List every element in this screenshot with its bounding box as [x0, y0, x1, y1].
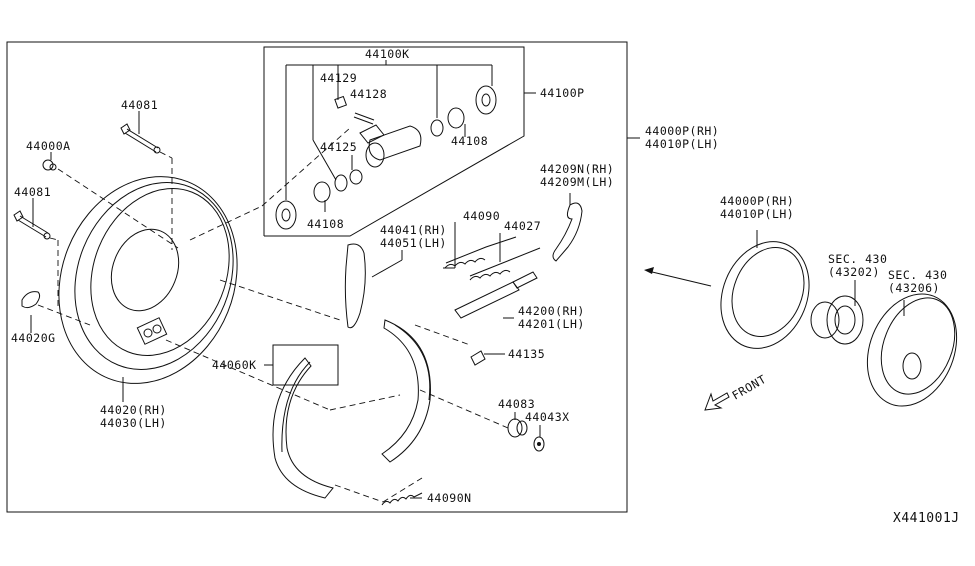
brake-assembly-right	[720, 241, 810, 349]
label-sec430-43206-ref: (43206)	[888, 281, 940, 295]
label-44090N: 44090N	[427, 491, 472, 505]
backing-plate	[58, 176, 238, 384]
label-44041-rh: 44041(RH)	[380, 223, 447, 237]
bolt-left	[13, 210, 51, 240]
label-44108-left: 44108	[307, 217, 344, 231]
label-44010P-lh: 44010P(LH)	[645, 137, 719, 151]
return-springs	[444, 236, 541, 281]
lever-44041	[344, 243, 366, 329]
adjuster-spring-44090N	[381, 492, 423, 506]
label-44125: 44125	[320, 140, 357, 154]
washer-44043X	[533, 436, 545, 452]
bolt-top	[120, 123, 161, 154]
label-44081-top: 44081	[121, 98, 158, 112]
label-sec430-43202: SEC. 430	[828, 252, 887, 266]
label-44060K: 44060K	[212, 358, 257, 372]
front-arrow-icon	[704, 392, 730, 411]
hub-bearing	[810, 295, 864, 345]
label-44135: 44135	[508, 347, 545, 361]
brake-shoe-left	[272, 357, 334, 499]
label-44100K: 44100K	[365, 47, 410, 61]
plug-44020G	[21, 291, 41, 309]
adjuster-44200	[454, 271, 538, 319]
brake-shoe-right	[381, 319, 431, 463]
clip-44135	[470, 350, 486, 366]
label-assy-44000P-rh: 44000P(RH)	[720, 194, 794, 208]
label-44090: 44090	[463, 209, 500, 223]
assembly-dash-lines	[37, 127, 509, 503]
label-44000A: 44000A	[26, 139, 71, 153]
label-44128: 44128	[350, 87, 387, 101]
label-44020G: 44020G	[11, 331, 56, 345]
direction-arrow	[644, 267, 712, 287]
label-sec430-43206: SEC. 430	[888, 268, 947, 282]
label-44100P: 44100P	[540, 86, 585, 100]
nut-44000A	[42, 159, 57, 171]
wheel-cylinder-frame	[263, 46, 525, 237]
label-44030-lh: 44030(LH)	[100, 416, 167, 430]
label-44000P-rh: 44000P(RH)	[645, 124, 719, 138]
label-44129: 44129	[320, 71, 357, 85]
label-44043X: 44043X	[525, 410, 570, 424]
label-assy-44010P-lh: 44010P(LH)	[720, 207, 794, 221]
label-44201-lh: 44201(LH)	[518, 317, 585, 331]
label-front: FRONT	[730, 372, 769, 403]
label-44081-left: 44081	[14, 185, 51, 199]
wheel-cylinder	[275, 85, 497, 230]
main-frame	[6, 41, 628, 513]
label-44051-lh: 44051(LH)	[380, 236, 447, 250]
brake-drum	[866, 293, 958, 407]
label-44108-right: 44108	[451, 134, 488, 148]
label-44083: 44083	[498, 397, 535, 411]
label-44027: 44027	[504, 219, 541, 233]
label-sec430-43202-ref: (43202)	[828, 265, 880, 279]
leader-lines	[30, 111, 905, 499]
diagram-code: X441001J	[893, 511, 960, 526]
shoe-kit-44060K-bracket	[272, 344, 339, 386]
kit-44100K-bracket	[285, 60, 640, 212]
label-44020-rh: 44020(RH)	[100, 403, 167, 417]
label-44200-rh: 44200(RH)	[518, 304, 585, 318]
lever-44209	[552, 202, 583, 262]
label-44209M-lh: 44209M(LH)	[540, 175, 614, 189]
label-44209N-rh: 44209N(RH)	[540, 162, 614, 176]
